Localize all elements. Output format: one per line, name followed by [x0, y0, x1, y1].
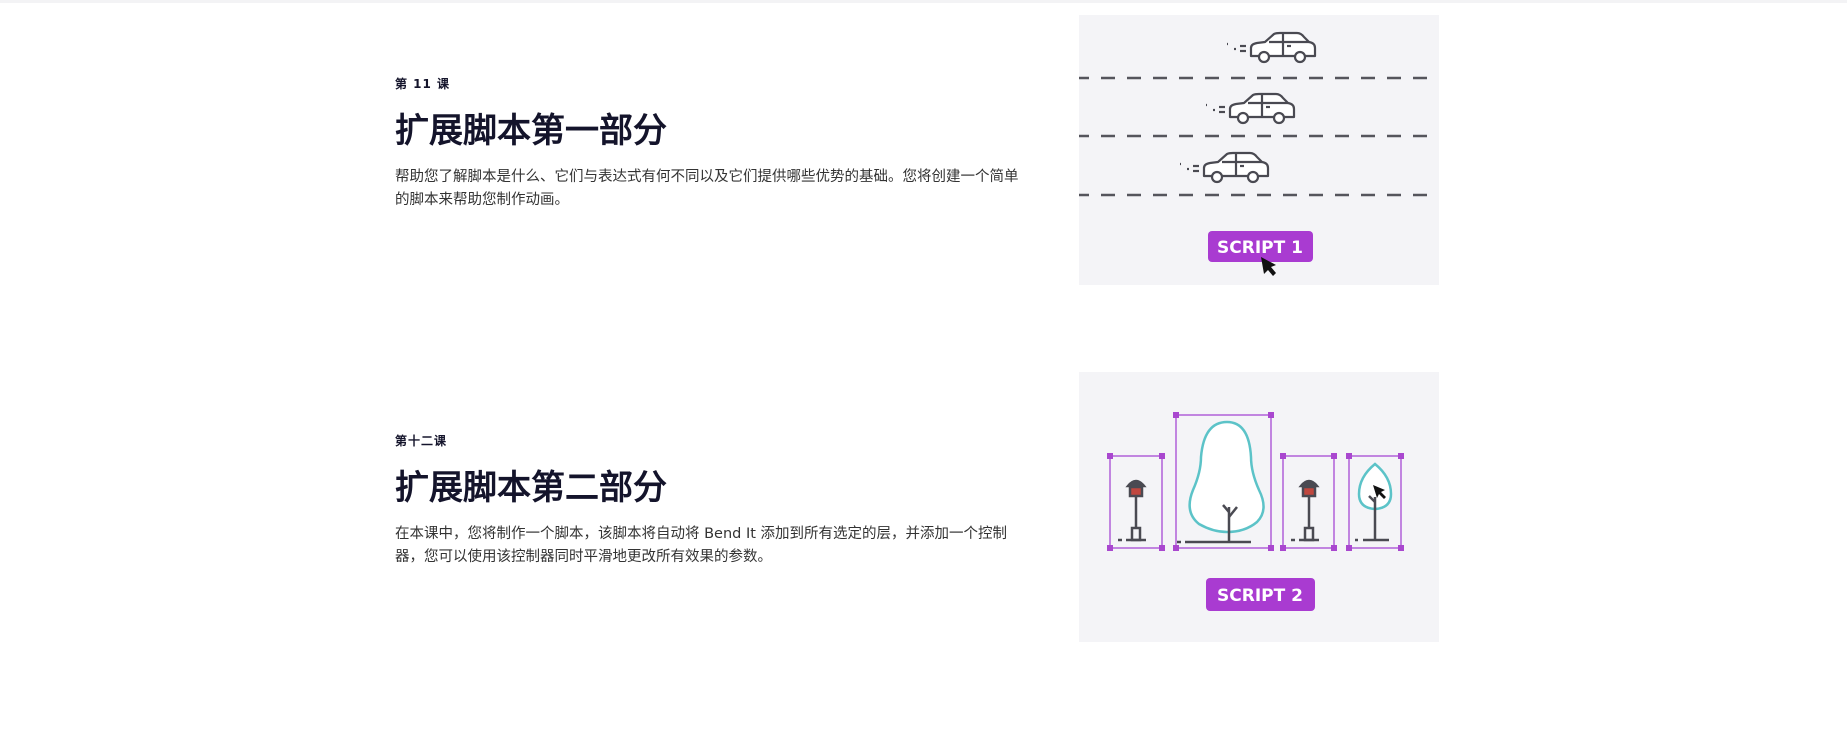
top-border [0, 0, 1847, 3]
big-tree-icon [1177, 420, 1265, 544]
script-2-label: SCRIPT 2 [1217, 586, 1303, 606]
script-1-label: SCRIPT 1 [1217, 238, 1303, 258]
lamp-icon [1289, 479, 1321, 542]
frame-handles [1107, 412, 1404, 551]
lesson-title: 扩展脚本第一部分 [395, 111, 667, 151]
script-1-button[interactable]: SCRIPT 1 [1208, 231, 1313, 262]
small-tree-icon [1355, 462, 1393, 542]
lesson-label: 第十二课 [395, 434, 448, 448]
lesson-11: 第 11 课 扩展脚本第一部分 帮助您了解脚本是什么、它们与表达式有何不同以及它… [395, 75, 1025, 212]
road-lines [1079, 76, 1439, 197]
lesson-11-image[interactable]: SCRIPT 1 [1079, 15, 1439, 285]
lamp-icon [1116, 479, 1148, 542]
lesson-label: 第 11 课 [395, 77, 451, 91]
cursor-icon [1261, 257, 1276, 276]
lesson-12-image[interactable]: SCRIPT 2 [1079, 372, 1439, 642]
car-icon [1204, 92, 1296, 125]
lesson-title: 扩展脚本第二部分 [395, 468, 667, 508]
lesson-description: 在本课中，您将制作一个脚本，该脚本将自动将 Bend It 添加到所有选定的层，… [395, 526, 1008, 565]
selection-frames [1109, 414, 1402, 549]
lesson-12: 第十二课 扩展脚本第二部分 在本课中，您将制作一个脚本，该脚本将自动将 Bend… [395, 432, 1025, 569]
script-2-button[interactable]: SCRIPT 2 [1206, 578, 1315, 611]
car-icon [1225, 31, 1317, 64]
lesson-description: 帮助您了解脚本是什么、它们与表达式有何不同以及它们提供哪些优势的基础。您将创建一… [395, 169, 1019, 208]
car-icon [1178, 151, 1270, 184]
